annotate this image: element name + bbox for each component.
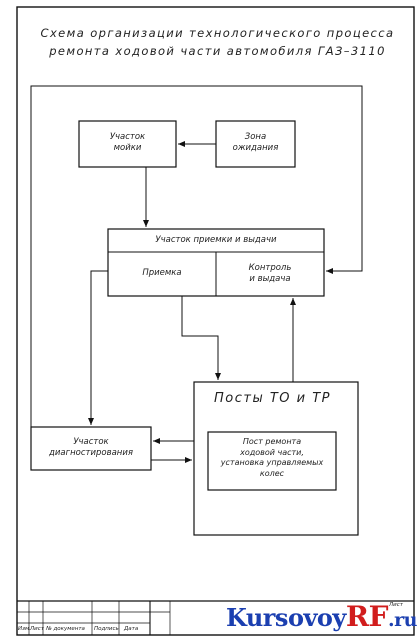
reception-area-label: Участок приемки и выдачи <box>155 235 277 245</box>
washing-box <box>78 120 177 168</box>
drawing-frame <box>16 6 415 636</box>
stamp-col-change: Изм. <box>18 626 31 632</box>
diagnostics-label: Участок диагностирования <box>49 437 133 458</box>
arrow-reception-to-posts <box>181 296 221 380</box>
stamp-col-signature: Подпись <box>94 626 119 632</box>
arrow-diagnostics-loop-to-control <box>30 85 363 448</box>
repair-post-box <box>207 431 337 491</box>
stamp-col-document: № документа <box>46 626 85 632</box>
title-stamp <box>17 600 414 635</box>
stamp-sheet-label: Лист <box>389 602 403 608</box>
reception-label: Приемка <box>142 268 182 278</box>
arrow-reception-to-diagnostics <box>88 270 108 425</box>
washing-label: Участок мойки <box>109 132 146 153</box>
repair-post-label: Пост ремонта ходовой части, установка уп… <box>220 437 324 478</box>
stamp-col-sheet: Лист <box>30 626 44 632</box>
diagnostics-box <box>30 426 152 471</box>
watermark-logo: KursovoyRF.ru <box>226 600 417 633</box>
stamp-col-date: Дата <box>124 626 139 632</box>
posts-label: Посты ТО и ТР <box>214 391 332 406</box>
control-label: Контроль и выдача <box>248 263 292 284</box>
diagram-title-line-2: ремонта ходовой части автомобиля ГАЗ–311… <box>49 44 386 58</box>
diagram-title-line-1: Схема организации технологического проце… <box>40 26 395 40</box>
posts-box <box>193 381 359 536</box>
waiting-label: Зона ожидания <box>232 132 279 153</box>
